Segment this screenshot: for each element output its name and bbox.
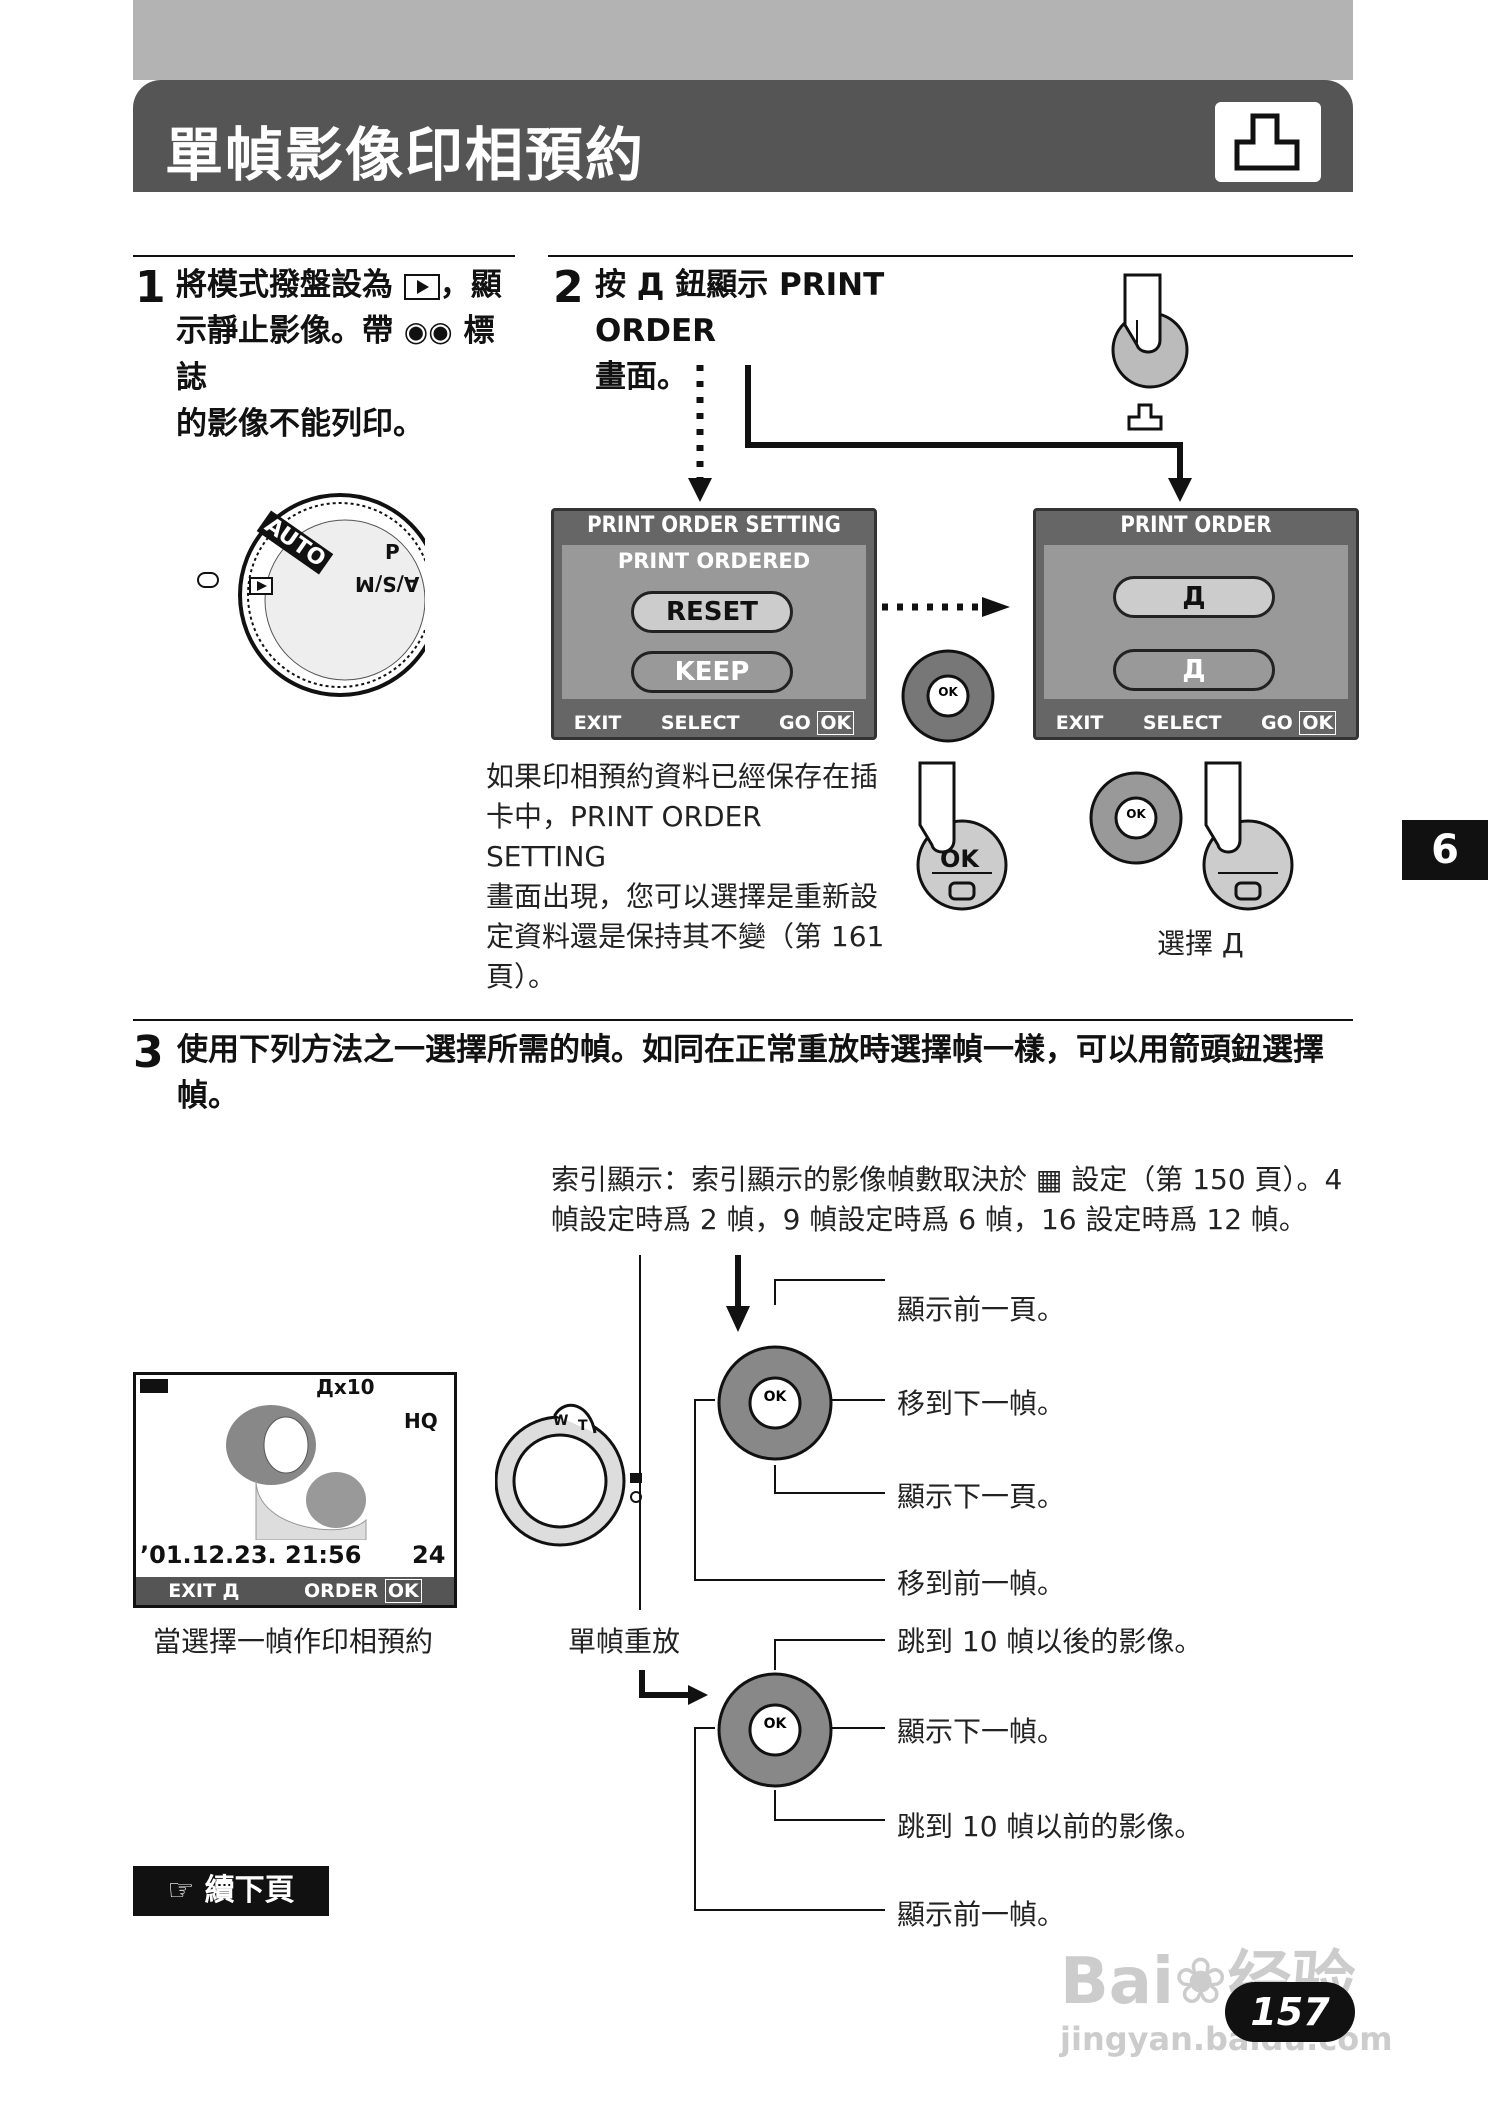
- header-band: [133, 0, 1353, 80]
- index-arrow-left-label: 移到前一幀。: [897, 1562, 1065, 1602]
- index-note: 索引顯示：索引顯示的影像幀數取決於 ▦ 設定（第 150 頁）。4 幀設定時爲 …: [551, 1160, 1361, 1240]
- camera-screen: Дx10 HQ ’01.12.23. 21:56 24 EXIT Д ORDER…: [133, 1372, 457, 1608]
- continue-badge: ☞ 續下頁: [133, 1866, 329, 1916]
- all-print-option[interactable]: Д: [1113, 649, 1275, 691]
- step3-text: 使用下列方法之一選擇所需的幀。如同在正常重放時選擇幀一樣，可以用箭頭鈕選擇 幀。: [177, 1027, 1357, 1119]
- step1-text: 將模式撥盤設為 ，顯 示靜止影像。帶 ◉◉ 標誌 的影像不能列印。: [176, 262, 521, 447]
- step3-number: 3: [133, 1027, 164, 1078]
- print-order-setting-screen: PRINT ORDER SETTING PRINT ORDERED RESET …: [551, 508, 877, 740]
- arrow-pad[interactable]: OK: [1088, 770, 1184, 870]
- print-order-screen: PRINT ORDER Д Д EXIT SELECT GO OK: [1033, 508, 1359, 740]
- movie-icon: ◉◉: [404, 315, 453, 348]
- svg-text:OK: OK: [764, 1389, 788, 1405]
- step3-rule: [133, 1019, 1353, 1021]
- step2-number: 2: [553, 262, 584, 313]
- print-icon: [1215, 102, 1321, 182]
- caption-single: 單幀重放: [568, 1620, 680, 1660]
- screen-footer: EXIT SELECT GO OK: [554, 712, 874, 734]
- step1-rule: [133, 255, 515, 257]
- ok-button-hand[interactable]: [912, 755, 1012, 919]
- select-label: 選擇 Д: [1157, 922, 1244, 962]
- playback-icon: [404, 274, 440, 300]
- index-arrow-right-label: 移到下一幀。: [897, 1382, 1065, 1422]
- ok-button-hand[interactable]: [1198, 755, 1298, 919]
- caption-screen: 當選擇一幀作印相預約: [153, 1620, 433, 1660]
- camera-screen-footer: EXIT Д ORDER OK: [136, 1577, 454, 1605]
- single-arrow-pad[interactable]: OK: [715, 1670, 835, 1794]
- paw-icon: ❀: [1174, 1945, 1228, 2019]
- index-arrow-pad[interactable]: OK: [715, 1343, 835, 1467]
- single-arrow-left-label: 顯示前一幀。: [897, 1893, 1065, 1933]
- reset-option[interactable]: RESET: [631, 591, 793, 633]
- step2-rule: [548, 255, 1353, 257]
- single-arrow-right-label: 顯示下一幀。: [897, 1710, 1065, 1750]
- battery-icon: [140, 1379, 168, 1393]
- step1-number: 1: [135, 262, 166, 313]
- screen-title: PRINT ORDER SETTING: [554, 513, 874, 538]
- index-icon: ▦: [1036, 1163, 1062, 1196]
- svg-text:OK: OK: [938, 685, 958, 699]
- quality-badge: HQ: [404, 1409, 438, 1433]
- svg-text:OK: OK: [764, 1716, 788, 1732]
- mode-dial[interactable]: [195, 490, 425, 704]
- dog-image: [196, 1390, 376, 1540]
- chapter-tab: 6: [1402, 820, 1488, 880]
- screen-footer: EXIT SELECT GO OK: [1036, 712, 1356, 734]
- keep-option[interactable]: KEEP: [631, 651, 793, 693]
- print-icon: Д: [1222, 927, 1244, 960]
- arrow-pad[interactable]: OK: [900, 648, 996, 748]
- zoom-t: T: [578, 1418, 588, 1434]
- single-arrow-up-label: 跳到 10 幀以後的影像。: [897, 1620, 1202, 1660]
- frame-number: 24: [412, 1541, 445, 1569]
- svg-text:OK: OK: [1126, 807, 1146, 821]
- index-arrow-up-label: 顯示前一頁。: [897, 1288, 1065, 1328]
- single-arrow-down-label: 跳到 10 幀以前的影像。: [897, 1805, 1202, 1845]
- dial-asm: A/S/M: [355, 572, 419, 596]
- page-title: 單幀影像印相預約: [165, 108, 645, 192]
- print-icon: Д: [637, 267, 665, 303]
- single-print-option[interactable]: Д: [1113, 576, 1275, 618]
- page-number: 157: [1225, 1982, 1355, 2042]
- zoom-w: W: [553, 1413, 568, 1429]
- screen-title: PRINT ORDER: [1036, 513, 1356, 538]
- dial-p: P: [385, 540, 400, 564]
- ok-label: OK: [940, 845, 979, 873]
- index-arrow-down-label: 顯示下一頁。: [897, 1475, 1065, 1515]
- date-time: ’01.12.23. 21:56: [140, 1541, 361, 1569]
- screen-subtitle: PRINT ORDERED: [554, 549, 874, 573]
- step2-note: 如果印相預約資料已經保存在插 卡中，PRINT ORDER SETTING 畫面…: [486, 757, 886, 997]
- screen-arrow: [878, 595, 1018, 619]
- pointing-hand-icon: ☞: [167, 1873, 194, 1908]
- step2-arrows: [680, 360, 1200, 510]
